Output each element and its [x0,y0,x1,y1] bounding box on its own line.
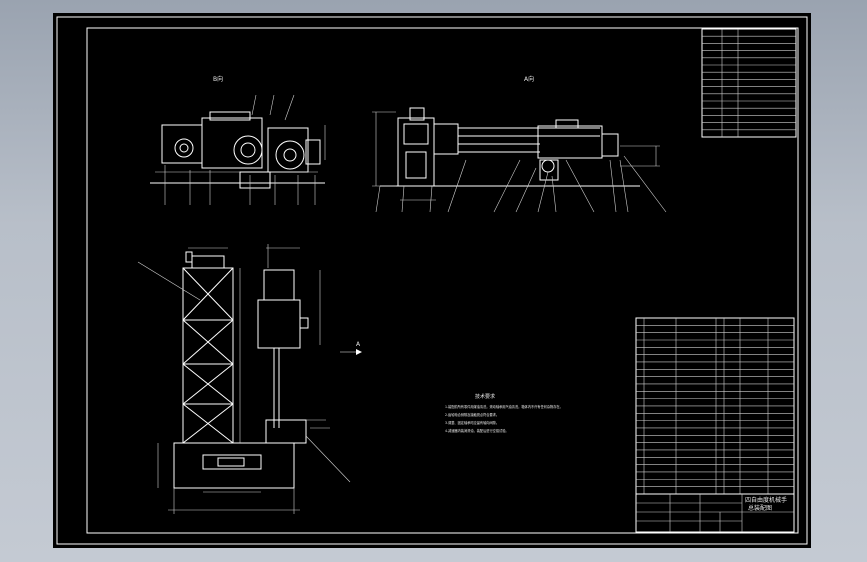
inner-border [86,27,799,534]
tech-title: 技术要求 [475,393,495,400]
title-block: 四自由度机械手 总装配图 [635,493,795,533]
tech-line-4: 4.减速器内装润滑油，装配后进行空载试验。 [445,428,509,433]
tech-line-3: 3.调整、固定轴承时应留有轴向间隙。 [445,420,499,425]
b-view-label: B向 [213,75,223,83]
drawing-sheet [53,13,811,548]
title-line-2: 总装配图 [748,504,772,512]
b-view: B向 [150,75,326,205]
technical-requirements: 技术要求 1.装配前所有零件用煤油清洗，滚动轴承用汽油清洗，箱体内不许有任何杂物… [445,393,563,433]
tech-line-1: 1.装配前所有零件用煤油清洗，滚动轴承用汽油清洗，箱体内不许有任何杂物存在。 [445,404,563,409]
a-direction-arrow-icon [356,349,362,355]
title-line-1: 四自由度机械手 [745,496,787,504]
parameter-table [701,28,797,138]
a-view-label: A向 [524,75,534,83]
tech-line-2: 2.齿轮啮合侧隙及接触斑点符合要求。 [445,412,499,417]
a-view: A向 [372,75,667,213]
a-direction-label: A [356,341,361,348]
front-view: A [137,244,362,514]
outer-border [56,16,808,545]
